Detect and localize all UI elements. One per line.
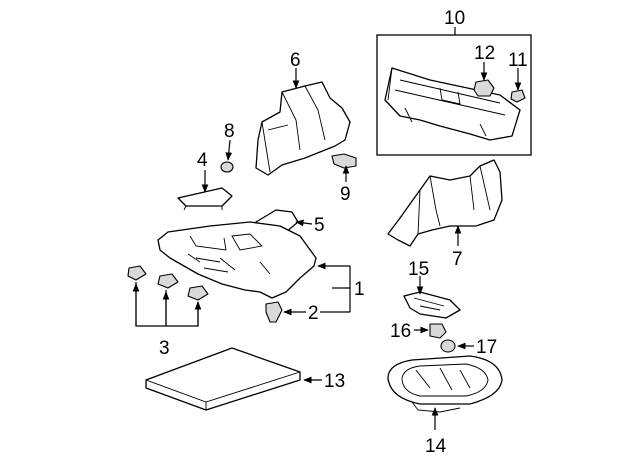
part-11-screw (510, 89, 526, 103)
callout-7: 7 (452, 249, 463, 270)
part-2-bolt (265, 301, 283, 323)
part-10-group-frame (376, 34, 532, 156)
callout-8: 8 (224, 121, 235, 142)
callout-14: 14 (425, 436, 447, 457)
callout-labels: 1 2 3 4 5 6 7 8 9 10 11 12 13 14 15 16 1… (159, 8, 528, 457)
callout-13: 13 (324, 371, 345, 392)
callout-17: 17 (476, 337, 497, 358)
leader-1-bracket (332, 266, 351, 312)
callout-5: 5 (314, 215, 325, 236)
part-13-floor-board (145, 347, 301, 411)
part-17-nut (440, 339, 456, 353)
leader-3-bracket (135, 282, 199, 327)
callout-12: 12 (474, 43, 495, 64)
callout-3: 3 (159, 338, 170, 359)
callout-1: 1 (354, 279, 365, 300)
callout-9: 9 (340, 184, 351, 205)
callout-16: 16 (390, 321, 411, 342)
part-15-jack-tray (403, 291, 461, 319)
part-10-rear-panel-trim (384, 67, 521, 141)
leader-8 (225, 139, 233, 161)
part-4-cover (177, 187, 233, 211)
part-16-bolt (429, 323, 447, 339)
callout-15: 15 (408, 259, 429, 280)
leader-lines (132, 27, 522, 430)
part-6-quarter-trim (255, 81, 351, 176)
part-3-clips (127, 265, 209, 301)
callout-10: 10 (444, 8, 465, 29)
callout-6: 6 (290, 50, 301, 71)
callout-11: 11 (508, 50, 528, 71)
callout-2: 2 (308, 303, 319, 324)
part-1-rear-shelf (157, 221, 317, 299)
part-12-clip (473, 79, 495, 97)
part-8-clip (220, 161, 234, 173)
part-9-screw (331, 153, 357, 169)
part-14-tire-tray (387, 355, 503, 413)
callout-4: 4 (197, 150, 208, 171)
part-7-quarter-trim (387, 159, 503, 247)
leader-5 (295, 219, 313, 227)
